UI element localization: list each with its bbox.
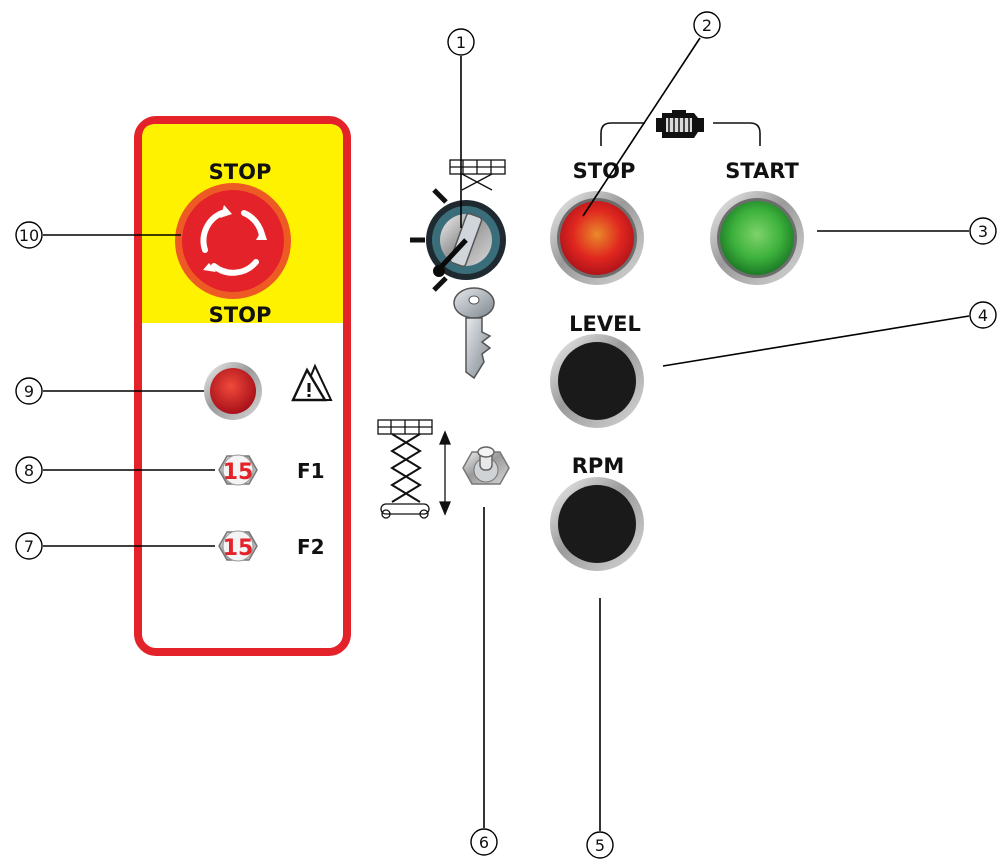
estop-bottom-label: STOP [209,303,272,327]
lift-scissor-icon [377,419,451,519]
svg-text:6: 6 [479,833,489,852]
callout-1: 1 [447,28,475,56]
fuse-f2[interactable]: 15 [218,530,258,562]
fuse-f2-rating: 15 [223,536,254,561]
svg-text:1: 1 [456,33,466,52]
engine-start-button[interactable] [710,191,804,285]
callout-7: 7 [15,532,43,560]
warning-lamp-icon [291,363,333,402]
callout-5: 5 [586,831,614,859]
callout-9: 9 [15,377,43,405]
svg-text:2: 2 [702,16,712,35]
rpm-label: RPM [572,454,624,478]
svg-text:8: 8 [24,461,34,480]
callout-3: 3 [969,217,997,245]
estop-top-label: STOP [209,160,272,184]
fuse-f1-label: F1 [297,459,325,483]
callout-8: 8 [15,456,43,484]
platform-icon [449,159,506,191]
svg-text:5: 5 [595,836,605,855]
svg-text:7: 7 [24,537,34,556]
lift-toggle-switch[interactable] [462,446,510,485]
callout-6: 6 [470,828,498,856]
level-button[interactable] [550,334,644,428]
callout-2: 2 [693,11,721,39]
callout-4: 4 [969,301,997,329]
warning-lamp [204,362,262,420]
fuse-f1[interactable]: 15 [218,454,258,486]
emergency-stop-button[interactable] [175,183,291,299]
key-switch[interactable] [410,159,506,380]
engine-stop-label: STOP [573,159,636,183]
key-icon [453,287,495,380]
fuse-f2-label: F2 [297,535,325,559]
level-label: LEVEL [569,312,641,336]
emergency-panel: STOP STOP [134,116,351,656]
svg-text:4: 4 [978,306,988,325]
engine-icon [656,110,704,138]
callout-10: 10 [15,221,43,249]
svg-text:10: 10 [19,226,39,245]
rpm-button[interactable] [550,477,644,571]
engine-start-label: START [725,159,799,183]
fuse-f1-rating: 15 [223,460,254,485]
svg-text:9: 9 [24,382,34,401]
engine-stop-button[interactable] [550,191,644,285]
svg-text:3: 3 [978,222,988,241]
